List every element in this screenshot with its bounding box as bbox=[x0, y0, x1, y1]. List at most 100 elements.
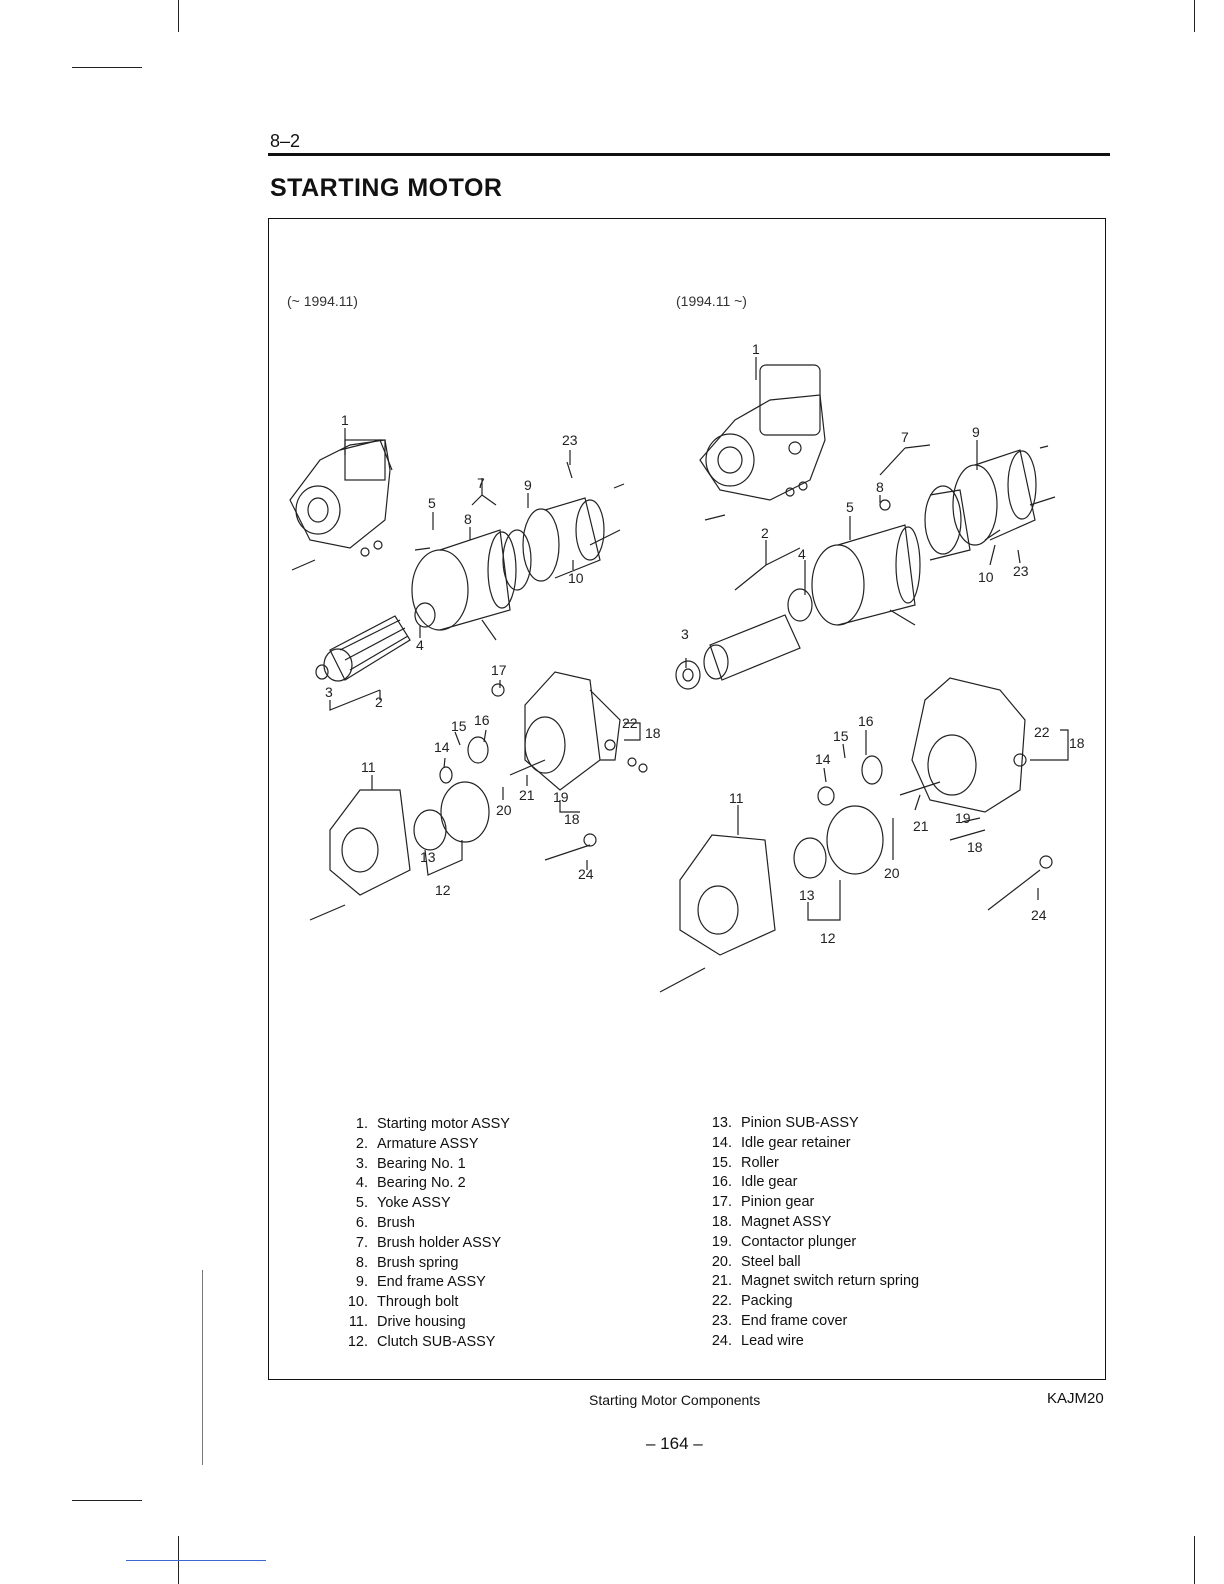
left-magnet-assy-drawing bbox=[491, 671, 648, 791]
right-version-label: (1994.11 ~) bbox=[676, 293, 747, 309]
callout-label: 11 bbox=[729, 790, 744, 806]
legend-item: 22.Packing bbox=[711, 1293, 793, 1310]
callout-label: 3 bbox=[681, 626, 689, 642]
legend-item: 3.Bearing No. 1 bbox=[355, 1155, 466, 1172]
crop-mark bbox=[72, 1500, 142, 1501]
callout-label: 11 bbox=[361, 759, 376, 775]
legend-item: 21.Magnet switch return spring bbox=[711, 1273, 920, 1290]
callout-label: 18 bbox=[564, 811, 580, 827]
callout-label: 18 bbox=[967, 839, 983, 855]
callout-label: 22 bbox=[1034, 724, 1050, 740]
callout-label: 13 bbox=[799, 887, 815, 903]
callout-label: 2 bbox=[761, 525, 769, 541]
callout-label: 4 bbox=[798, 546, 806, 562]
legend-item: 9.End frame ASSY bbox=[355, 1274, 486, 1291]
callout-label: 5 bbox=[846, 499, 854, 515]
page-number: – 164 – bbox=[646, 1434, 703, 1453]
legend-item: 18.Magnet ASSY bbox=[711, 1213, 832, 1230]
legend-item: 2.Armature ASSY bbox=[355, 1135, 479, 1152]
legend-item: 4.Bearing No. 2 bbox=[355, 1175, 466, 1192]
left-version-label: (~ 1994.11) bbox=[287, 293, 358, 309]
legend-item: 8.Brush spring bbox=[355, 1254, 459, 1271]
callout-label: 14 bbox=[815, 751, 831, 767]
callout-label: 4 bbox=[416, 637, 424, 653]
right-drive-drawing bbox=[659, 755, 1053, 993]
legend-item: 12.Clutch SUB-ASSY bbox=[347, 1333, 496, 1350]
callout-label: 24 bbox=[578, 866, 594, 882]
legend-item: 24.Lead wire bbox=[711, 1332, 804, 1349]
left-yoke-drawing bbox=[411, 529, 517, 631]
crop-mark bbox=[1194, 0, 1195, 32]
legend-item: 5.Yoke ASSY bbox=[355, 1195, 451, 1212]
legend-item: 17.Pinion gear bbox=[711, 1194, 815, 1211]
callout-label: 8 bbox=[876, 479, 884, 495]
callout-label: 15 bbox=[833, 728, 849, 744]
callout-label: 1 bbox=[752, 341, 760, 357]
figure-frame bbox=[268, 218, 1106, 1380]
callout-label: 7 bbox=[901, 429, 909, 445]
callout-label: 13 bbox=[420, 849, 436, 865]
callout-label: 7 bbox=[477, 475, 485, 491]
callout-label: 18 bbox=[1069, 735, 1085, 751]
legend-item: 13.Pinion SUB-ASSY bbox=[711, 1115, 859, 1131]
legend-item: 23.End frame cover bbox=[711, 1312, 848, 1329]
legend-item: 6.Brush bbox=[355, 1214, 415, 1231]
crop-mark bbox=[1194, 1536, 1195, 1584]
legend-right: 13.Pinion SUB-ASSY 14.Idle gear retainer… bbox=[702, 1114, 919, 1352]
left-drive-drawing bbox=[309, 736, 597, 921]
right-armature-drawing bbox=[675, 588, 813, 690]
crop-mark bbox=[126, 1560, 266, 1561]
callout-label: 19 bbox=[553, 789, 569, 805]
callout-label: 20 bbox=[496, 802, 512, 818]
legend-item: 14.Idle gear retainer bbox=[711, 1134, 851, 1151]
callout-label: 14 bbox=[434, 739, 450, 755]
callout-label: 20 bbox=[884, 865, 900, 881]
crop-mark bbox=[178, 0, 179, 32]
callout-label: 18 bbox=[645, 725, 661, 741]
left-end-frame-drawing bbox=[481, 461, 625, 641]
left-starter-assy-drawing bbox=[289, 439, 393, 571]
callout-label: 12 bbox=[435, 882, 451, 898]
legend-item: 7.Brush holder ASSY bbox=[355, 1234, 502, 1251]
callout-label: 24 bbox=[1031, 907, 1047, 923]
callout-label: 21 bbox=[913, 818, 929, 834]
callout-label: 22 bbox=[622, 715, 638, 731]
left-callouts: 1 23 7 9 5 8 10 4 3 2 17 15 16 22 18 14 … bbox=[325, 412, 661, 898]
callout-label: 2 bbox=[375, 694, 383, 710]
page-title: STARTING MOTOR bbox=[270, 174, 503, 202]
header-rule bbox=[268, 153, 1110, 156]
right-yoke-drawing bbox=[811, 524, 921, 626]
callout-label: 5 bbox=[428, 495, 436, 511]
callout-label: 8 bbox=[464, 511, 472, 527]
legend-left: 1.Starting motor ASSY 2.Armature ASSY 3.… bbox=[338, 1115, 510, 1353]
callout-label: 12 bbox=[820, 930, 836, 946]
margin-line bbox=[202, 1270, 203, 1465]
legend-item: 15.Roller bbox=[711, 1154, 779, 1171]
crop-mark bbox=[72, 67, 142, 68]
left-armature-drawing bbox=[315, 615, 411, 682]
callout-label: 9 bbox=[524, 477, 532, 493]
callout-label: 21 bbox=[519, 787, 535, 803]
callout-label: 16 bbox=[474, 712, 490, 728]
right-callouts: 1 7 9 8 5 2 4 10 23 3 16 15 22 18 14 11 … bbox=[681, 341, 1085, 946]
callout-label: 23 bbox=[562, 432, 578, 448]
callout-label: 10 bbox=[978, 569, 994, 585]
legend-item: 19.Contactor plunger bbox=[711, 1233, 857, 1250]
callout-label: 10 bbox=[568, 570, 584, 586]
legend-item: 11.Drive housing bbox=[348, 1313, 466, 1330]
legend-item: 1.Starting motor ASSY bbox=[355, 1116, 510, 1132]
section-number: 8–2 bbox=[270, 131, 301, 151]
legend-item: 10.Through bolt bbox=[347, 1294, 459, 1311]
right-magnet-assy-drawing bbox=[899, 677, 1027, 813]
right-starter-assy-drawing bbox=[699, 364, 826, 521]
callout-label: 1 bbox=[341, 412, 349, 428]
callout-label: 23 bbox=[1013, 563, 1029, 579]
callout-label: 9 bbox=[972, 424, 980, 440]
callout-label: 19 bbox=[955, 810, 971, 826]
callout-label: 15 bbox=[451, 718, 467, 734]
figure-code: KAJM20 bbox=[1047, 1390, 1104, 1407]
figure-caption: Starting Motor Components bbox=[589, 1392, 761, 1408]
right-end-frame-drawing bbox=[879, 445, 1056, 561]
callout-label: 16 bbox=[858, 713, 874, 729]
